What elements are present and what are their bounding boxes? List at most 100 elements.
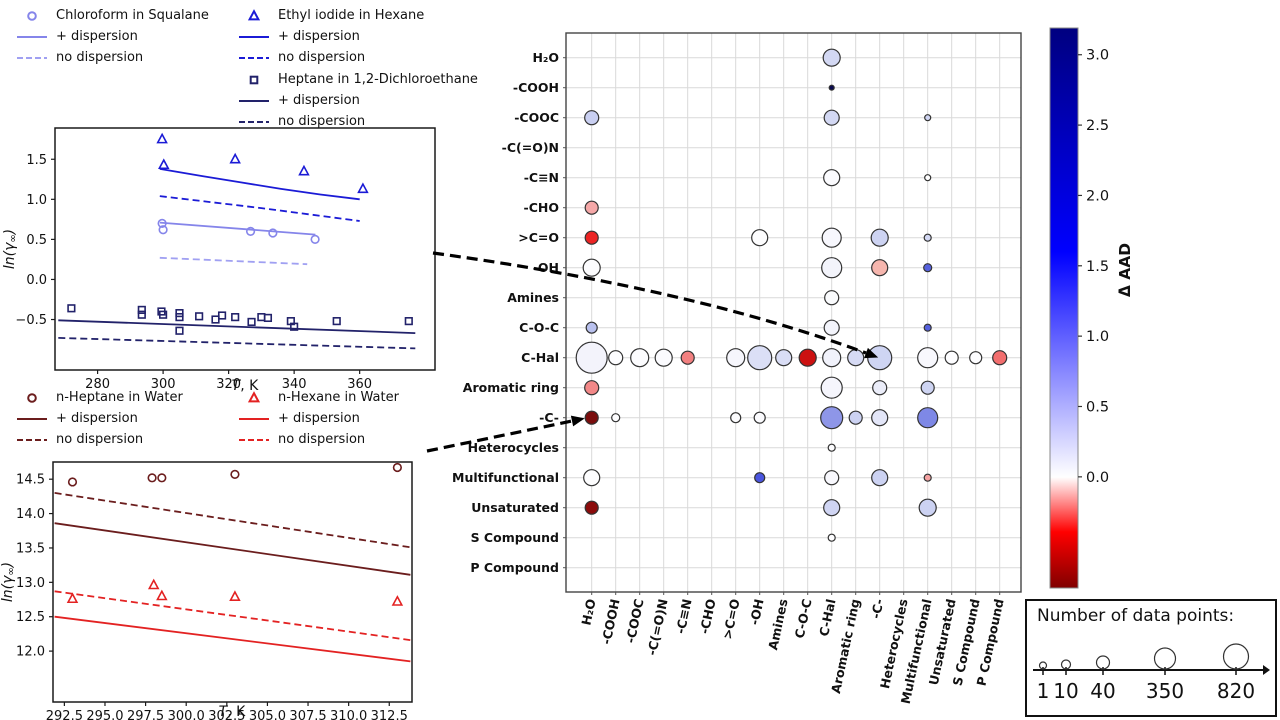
matrix-bubble — [820, 376, 843, 399]
matrix-col-label: >C=O — [719, 598, 742, 641]
colorbar-svg: 3.02.52.01.51.00.50.0Δ AAD — [1049, 27, 1134, 589]
matrix-bubble — [730, 412, 742, 424]
x-tick-label: 360 — [347, 377, 372, 392]
data-point-triangle — [156, 132, 168, 144]
matrix-bubble — [827, 533, 836, 542]
legend-dashed-label: no dispersion — [278, 50, 366, 65]
legend-dashed-label: no dispersion — [278, 432, 366, 447]
size-legend-title: Number of data points: — [1037, 606, 1235, 626]
data-point-circle — [392, 462, 402, 473]
legend-row: + dispersion — [14, 26, 209, 47]
matrix-bubble — [798, 348, 817, 367]
matrix-row-label: -C(=O)N — [502, 140, 559, 155]
matrix-bubble — [582, 258, 601, 277]
legend-solid-label: + dispersion — [56, 29, 138, 44]
y-tick-label: 0.5 — [26, 233, 47, 248]
matrix-col-label: -C≡N — [673, 598, 695, 636]
solid-line-icon — [239, 99, 269, 102]
legend-row: + dispersion — [236, 26, 424, 47]
matrix-bubble — [918, 498, 937, 517]
dashed-line-icon — [17, 56, 47, 59]
y-axis-label: ln(γ∞) — [2, 229, 19, 269]
data-point-square — [137, 305, 146, 315]
matrix-bubble — [917, 347, 939, 369]
legend-series-label: Chloroform in Squalane — [56, 8, 209, 23]
matrix-bubble — [747, 345, 773, 371]
matrix-bubble — [923, 473, 932, 482]
y-tick-label: 13.0 — [16, 576, 45, 591]
data-point-circle — [310, 234, 320, 244]
colorbar-tick-label: 0.5 — [1086, 399, 1109, 415]
solid-line-icon — [239, 417, 269, 420]
series-line-dashed — [159, 256, 308, 266]
y-axis-label: ln(γ∞) — [0, 562, 17, 602]
square-marker-icon — [249, 75, 259, 84]
matrix-row-label: Unsaturated — [471, 500, 559, 515]
legend-row: no dispersion — [14, 429, 183, 450]
matrix-col-label: -COOH — [598, 598, 622, 646]
x-tick-label: 312.5 — [371, 709, 408, 720]
y-tick-label: 12.0 — [16, 645, 45, 660]
data-point-triangle — [247, 8, 261, 20]
legend-solid-label: + dispersion — [278, 29, 360, 44]
legend-dashed-label: no dispersion — [278, 114, 366, 129]
y-tick-label: −0.5 — [15, 313, 47, 328]
matrix-bubble — [823, 499, 841, 517]
y-tick-label: 14.5 — [16, 473, 45, 488]
x-tick-label: 307.5 — [289, 709, 326, 720]
data-point-square — [332, 317, 341, 326]
y-tick-label: 13.5 — [16, 541, 45, 556]
matrix-bubble — [751, 229, 769, 247]
matrix-bubble — [585, 321, 598, 334]
legend-row: + dispersion — [14, 408, 183, 429]
matrix-bubble — [753, 411, 766, 424]
size-tick-label: 10 — [1053, 679, 1078, 703]
matrix-bubble — [917, 407, 939, 429]
x-tick-label: 300.0 — [168, 709, 205, 720]
bubble-matrix-svg: H₂O-COOH-COOC-C(=O)N-C≡N-CHO>C=O-OHAmine… — [452, 32, 1022, 705]
matrix-bubble — [828, 84, 835, 91]
series-line-solid — [58, 319, 416, 334]
x-tick-label: 302.5 — [208, 709, 245, 720]
matrix-col-label: C-Hal — [816, 598, 839, 638]
x-tick-label: 340 — [282, 377, 307, 392]
matrix-bubble — [775, 349, 793, 367]
data-point-square — [211, 315, 220, 324]
x-tick-label: 305.0 — [249, 709, 286, 720]
matrix-row-label: >C=O — [518, 230, 559, 245]
size-sample-circle — [1038, 661, 1048, 670]
colorbar-tick-label: 1.0 — [1086, 329, 1109, 345]
data-point-circle — [27, 392, 37, 403]
matrix-bubble — [867, 345, 893, 371]
data-point-triangle — [391, 595, 404, 606]
matrix-bubble — [584, 230, 599, 245]
matrix-bubble — [584, 380, 600, 396]
data-point-circle — [157, 473, 167, 483]
legend-series-label: Ethyl iodide in Hexane — [278, 8, 425, 23]
series-line-solid — [54, 522, 411, 576]
matrix-bubble — [923, 263, 933, 273]
solid-line-icon — [17, 35, 47, 38]
matrix-row-label: Aromatic ring — [463, 380, 559, 395]
size-axis-arrowhead — [1263, 665, 1270, 675]
data-point-triangle — [158, 158, 170, 170]
matrix-col-label: -COOC — [623, 598, 647, 645]
data-point-square — [247, 317, 256, 327]
matrix-bubble — [654, 348, 673, 367]
matrix-bubble — [822, 348, 842, 368]
data-point-circle — [158, 225, 168, 235]
colorbar-tick-label: 3.0 — [1086, 48, 1109, 64]
matrix-bubble — [824, 470, 840, 486]
data-point-triangle — [147, 578, 160, 590]
matrix-bubble — [923, 233, 932, 242]
matrix-bubble — [630, 348, 650, 368]
matrix-bubble — [969, 351, 983, 365]
matrix-row-label: Multifunctional — [452, 470, 559, 485]
matrix-row-label: Amines — [507, 290, 559, 305]
dashed-line-icon — [239, 120, 269, 123]
series-line-solid — [159, 221, 316, 236]
matrix-bubble — [923, 323, 932, 332]
